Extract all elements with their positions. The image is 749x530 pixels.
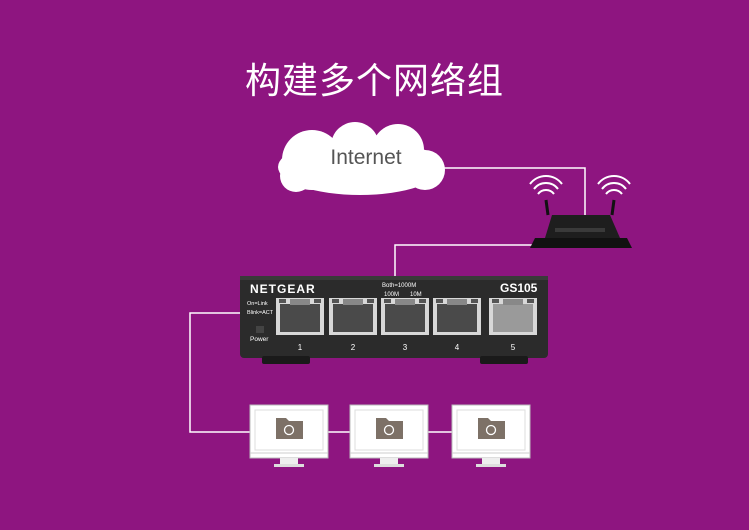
folder-icon — [478, 418, 505, 439]
port-5: 5 — [489, 298, 537, 352]
folder-icon — [276, 418, 303, 439]
port-label-4: 4 — [455, 343, 460, 352]
switch-computers-line — [189, 312, 270, 433]
router-icon — [529, 175, 632, 248]
port-4: 4 — [433, 298, 481, 352]
led-legend-link: On=Link — [247, 301, 268, 307]
speed-legend-left: 100M — [384, 292, 399, 298]
monitor-icon — [451, 404, 531, 467]
port-label-5: 5 — [511, 343, 516, 352]
switch-brand: NETGEAR — [250, 282, 316, 296]
power-led — [256, 326, 264, 333]
wifi-icon — [529, 175, 631, 195]
port-label-3: 3 — [403, 343, 408, 352]
port-2: 2 — [329, 298, 377, 352]
page-title: 构建多个网络组 — [244, 61, 504, 102]
power-label: Power — [250, 336, 269, 343]
speed-legend-right: 10M — [410, 292, 422, 298]
cloud-icon — [278, 122, 445, 195]
port-1: 1 — [276, 298, 324, 352]
switch-ports: 1 2 3 4 5 — [276, 298, 537, 352]
port-label-2: 2 — [351, 343, 356, 352]
speed-legend-both: Both=1000M — [382, 283, 416, 289]
switch-icon: NETGEAR GS105 Both=1000M 100M 10M On=Lin… — [240, 276, 548, 364]
folder-icon — [376, 418, 403, 439]
cloud-router-line — [436, 167, 586, 218]
internet-label: Internet — [330, 146, 402, 169]
monitor-icon — [249, 404, 329, 467]
computers — [249, 404, 531, 467]
monitor-icon — [349, 404, 429, 467]
switch-model: GS105 — [500, 281, 538, 295]
led-legend-act: Blink=ACT — [247, 310, 274, 316]
port-label-1: 1 — [298, 343, 303, 352]
port-3: 3 — [381, 298, 429, 352]
connection-lines — [189, 167, 586, 433]
router-switch-line — [394, 244, 545, 276]
